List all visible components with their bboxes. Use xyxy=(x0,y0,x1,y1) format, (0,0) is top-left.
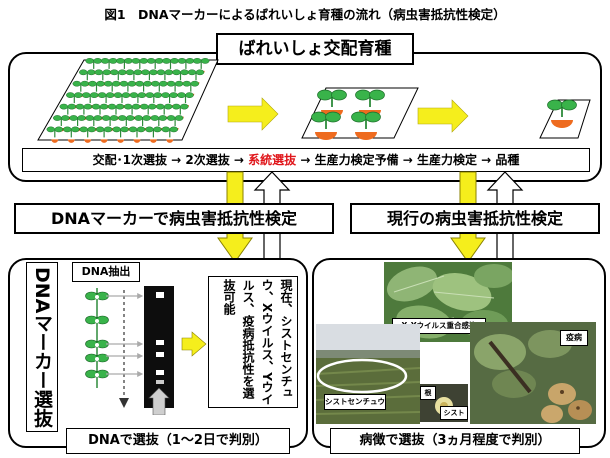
flow-text-start: 交配･1次選抜 → 2次選抜 → xyxy=(92,153,249,167)
late-blight-photo xyxy=(470,322,596,424)
blight-photo-art xyxy=(470,322,596,424)
figure-title: 図1 DNAマーカーによるばれいしょ育種の流れ（病虫害抵抗性検定） xyxy=(104,7,506,22)
dna-gel-illustration xyxy=(85,286,207,415)
breeding-panel-title: ばれいしょ交配育種 xyxy=(216,33,414,65)
dna-selection-vertical-title-box: DNAマーカー選抜 xyxy=(26,262,58,432)
selectable-traits-note: 現在、シストセンチュウ、Xウイルス、Yウイルス、疫病抵抗性を選抜可能 xyxy=(222,279,293,405)
late-blight-label: 疫病 xyxy=(560,330,588,346)
current-test-label: 現行の病虫害抵抗性検定 xyxy=(350,203,600,234)
cyst-label: シスト xyxy=(440,406,468,420)
dna-marker-test-label: DNAマーカーで病虫害抵抗性検定 xyxy=(14,203,334,234)
selectable-traits-note-box: 現在、シストセンチュウ、Xウイルス、Yウイルス、疫病抵抗性を選抜可能 xyxy=(208,276,298,408)
dna-selection-footer: DNAで選抜（1～2日で判別） xyxy=(66,428,290,454)
breeding-field-illustration xyxy=(37,57,591,144)
dna-selection-vertical-title: DNAマーカー選抜 xyxy=(31,267,53,428)
cyst-nematode-label: シストセンチュウ xyxy=(324,394,386,410)
field-photo-art xyxy=(316,324,420,424)
dna-extraction-label: DNA抽出 xyxy=(72,262,140,282)
symptom-selection-footer: 病徴で選抜（3ヵ月程度で判別） xyxy=(330,428,580,454)
flow-text-end: → 生産力検定予備 → 生産力検定 → 品種 xyxy=(296,153,520,167)
breeding-flow: 交配･1次選抜 → 2次選抜 → 系統選抜 → 生産力検定予備 → 生産力検定 … xyxy=(22,148,590,172)
flow-highlight-line-selection: 系統選抜 xyxy=(248,153,297,167)
cyst-nematode-field-photo xyxy=(316,324,420,424)
root-label: 根 xyxy=(420,386,436,400)
